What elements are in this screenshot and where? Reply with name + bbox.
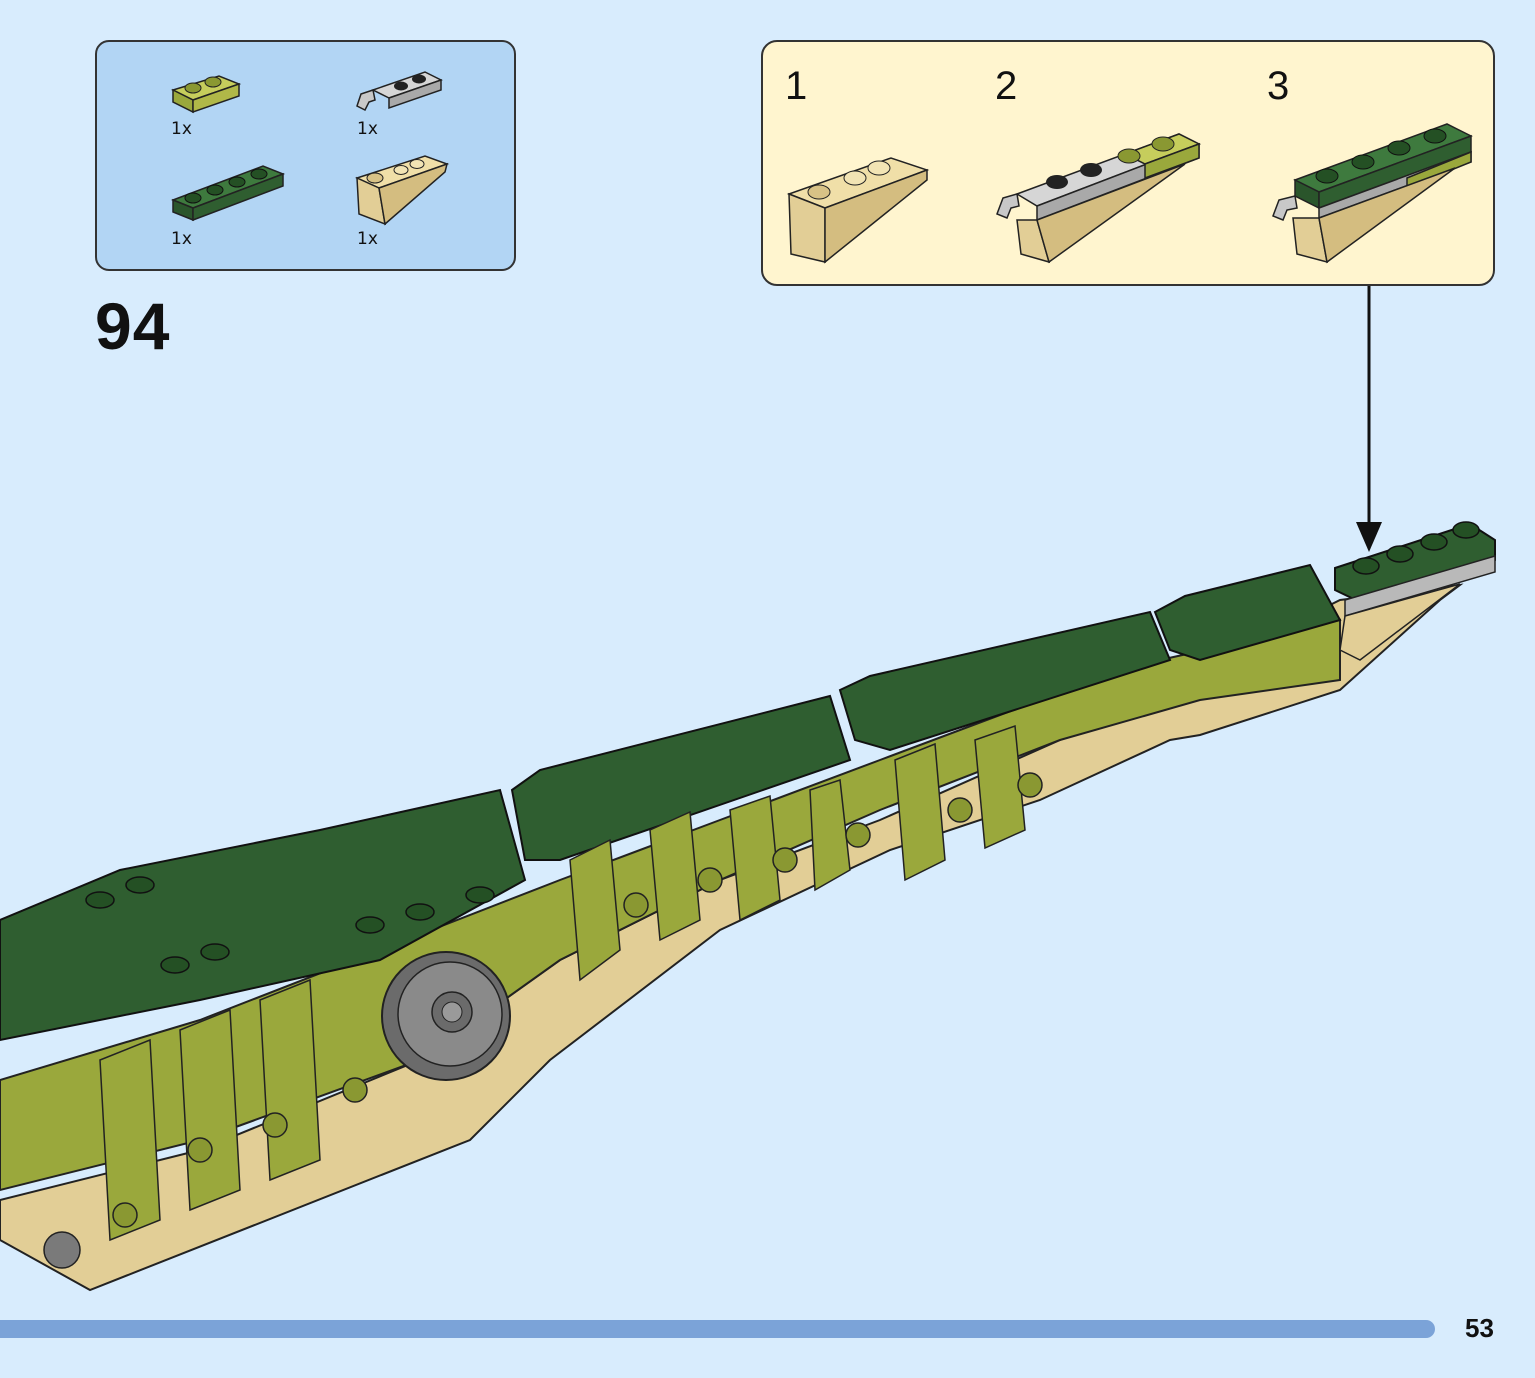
olive-plate-1x2-part xyxy=(171,70,241,120)
sub-step-1-model xyxy=(785,150,935,270)
sub-step-number: 2 xyxy=(995,64,1018,108)
sub-step-number: 3 xyxy=(1267,64,1290,108)
dark-green-plate-1x4-part xyxy=(171,160,287,228)
wheel-illustration xyxy=(381,951,511,1081)
progress-bar xyxy=(0,1320,1435,1338)
sub-step-3-model xyxy=(1267,106,1477,270)
page-number: 53 xyxy=(1465,1313,1494,1343)
part-qty: 1x xyxy=(357,229,378,249)
parts-list-box: 1x 1x 1x 1x xyxy=(95,40,516,271)
sub-assembly-box: 1 2 3 xyxy=(761,40,1495,286)
sub-step-number: 1 xyxy=(785,64,808,108)
part-qty: 1x xyxy=(171,229,192,249)
part-qty: 1x xyxy=(171,119,192,139)
sub-step-2-model xyxy=(995,124,1201,270)
step-number: 94 xyxy=(95,289,171,363)
part-qty: 1x xyxy=(357,119,378,139)
tan-inverted-slope-part xyxy=(355,152,451,228)
grey-clip-plate-part xyxy=(355,62,445,118)
